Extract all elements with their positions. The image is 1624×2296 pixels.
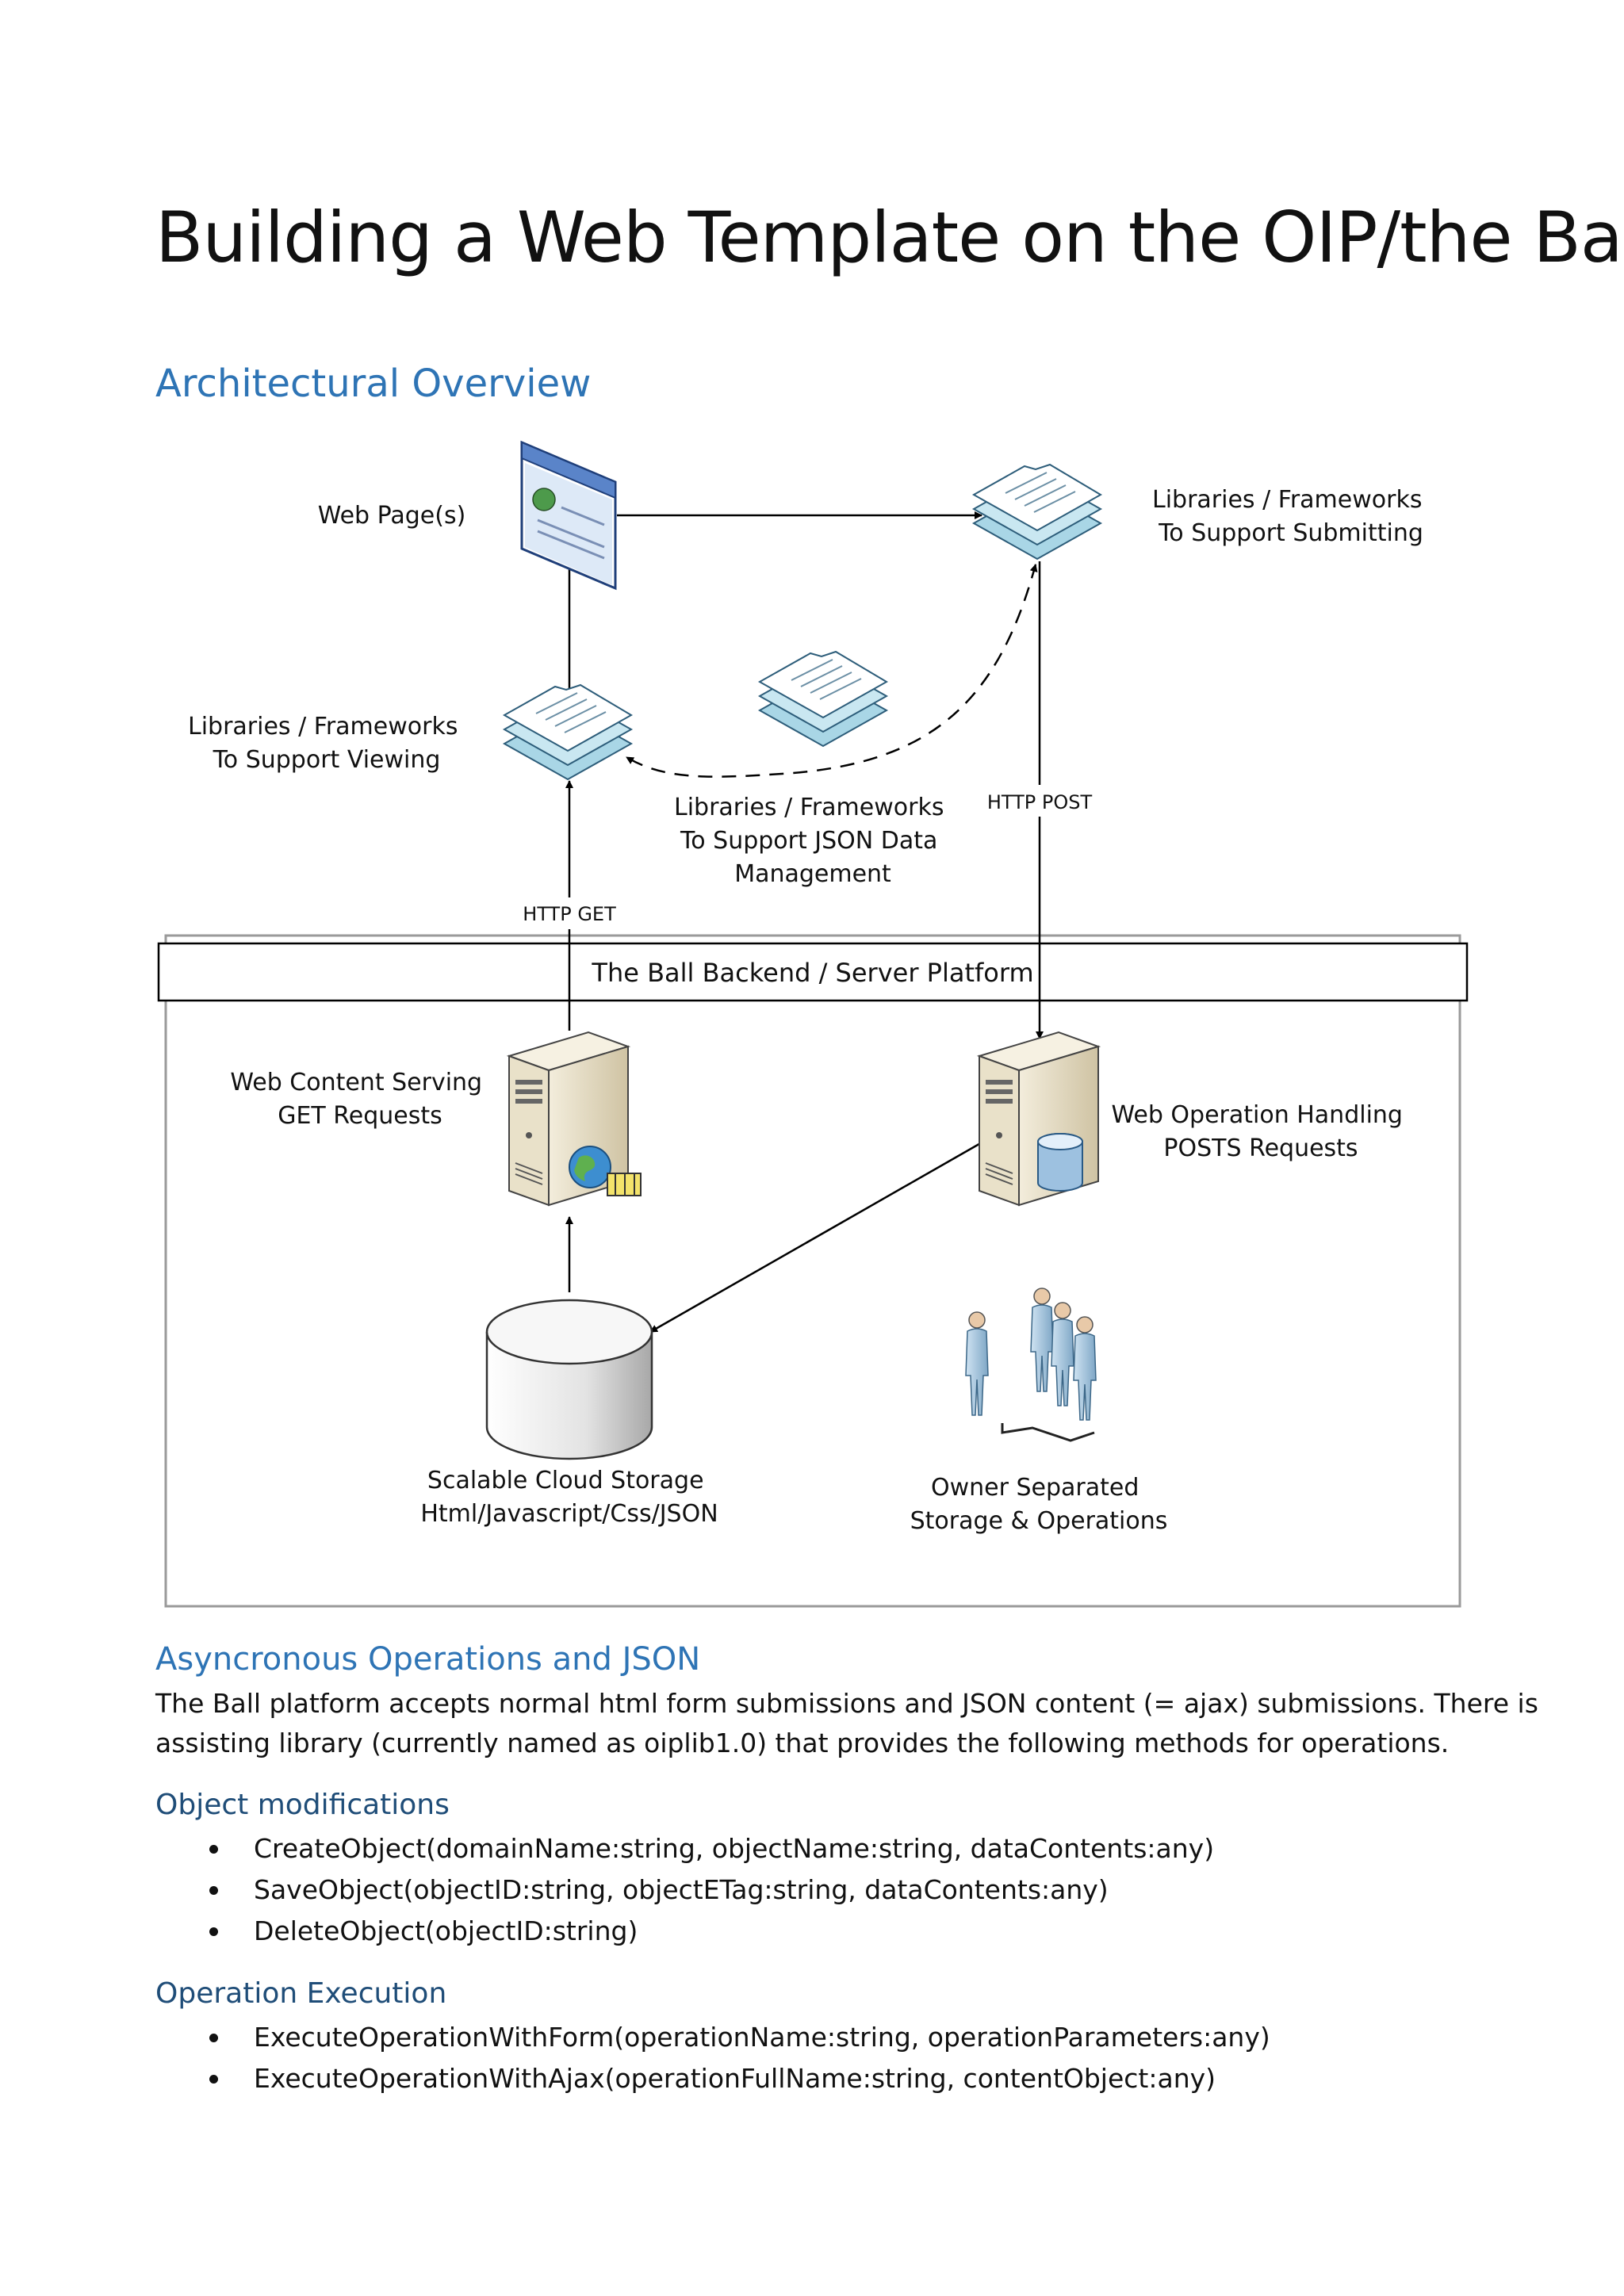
libs-viewing-label: Libraries / Frameworks To Support Viewin… [188,713,465,774]
server-tower-icon-content [508,1031,642,1206]
backend-title: The Ball Backend / Server Platform [591,958,1033,988]
page-title: Building a Web Template on the OIP/the B… [155,197,1624,278]
operation-execution-list: ExecuteOperationWithForm(operationName:s… [155,2017,1270,2099]
web-operation-handling-label: Web Operation Handling POSTS Requests [1111,1101,1410,1162]
libs-json-label: Libraries / Frameworks To Support JSON D… [674,794,952,888]
list-item: ExecuteOperationWithAjax(operationFullNa… [155,2058,1270,2099]
document-stack-icon-submitting [973,464,1101,560]
object-modifications-list: CreateObject(domainName:string, objectNa… [155,1828,1214,1952]
web-content-serving-label: Web Content Serving GET Requests [230,1069,489,1130]
paragraph-line: The Ball platform accepts normal html fo… [155,1688,1538,1719]
section-heading-architecture: Architectural Overview [155,362,592,406]
cylinder-database-icon [485,1299,653,1460]
async-paragraph: The Ball platform accepts normal html fo… [155,1684,1538,1763]
document-stack-icon-json [759,651,887,747]
arrow-operation-server-to-storage [649,1140,984,1334]
http-post-label: HTTP POST [987,791,1093,813]
http-get-label: HTTP GET [523,903,616,925]
owner-separated-label: Owner Separated Storage & Operations [910,1474,1168,1535]
paragraph-line: assisting library (currently named as oi… [155,1728,1450,1758]
document-stack-icon-viewing [504,684,632,780]
dashed-json-data-flow [626,564,1038,778]
list-item: SaveObject(objectID:string, objectETag:s… [155,1869,1214,1911]
user-group-icon [965,1288,1097,1442]
backend-title-bar [157,942,1469,1002]
list-item: ExecuteOperationWithForm(operationName:s… [155,2017,1270,2058]
list-item: DeleteObject(objectID:string) [155,1911,1214,1952]
browser-window-icon [520,440,617,591]
section-heading-async: Asyncronous Operations and JSON [155,1641,701,1678]
subheading-object-modifications: Object modifications [155,1789,450,1821]
server-tower-icon-operation [979,1031,1099,1206]
backend-container [164,934,1461,1608]
list-item: CreateObject(domainName:string, objectNa… [155,1828,1214,1869]
libs-submitting-label: Libraries / Frameworks To Support Submit… [1152,486,1430,547]
cloud-storage-label: Scalable Cloud Storage Html/Javascript/C… [420,1467,718,1528]
web-pages-label: Web Page(s) [318,502,466,530]
subheading-operation-execution: Operation Execution [155,1977,447,2010]
